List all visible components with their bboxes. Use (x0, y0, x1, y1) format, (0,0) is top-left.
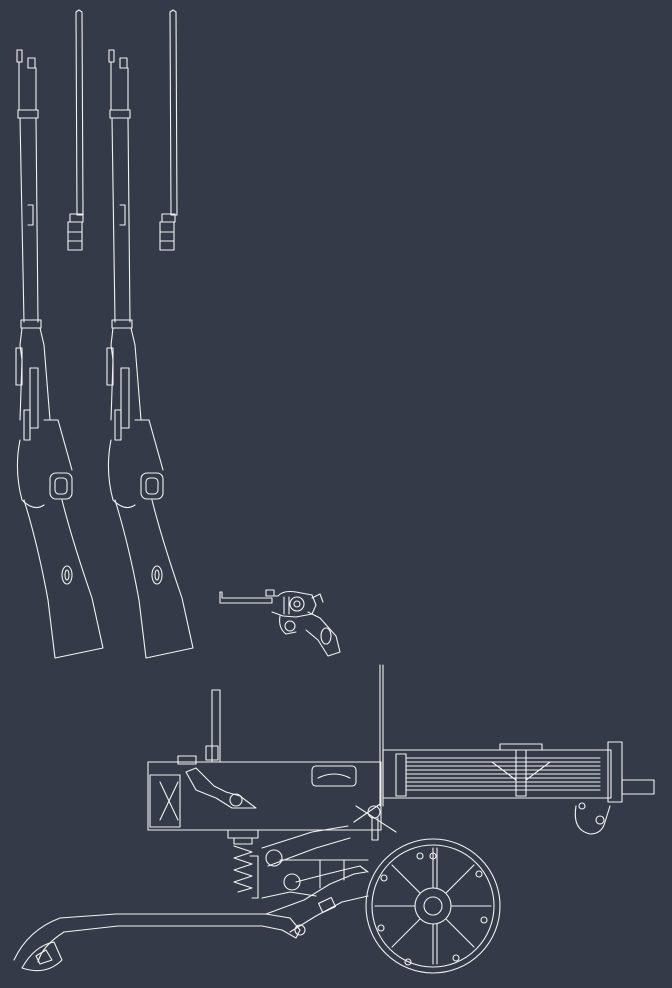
revolver (219, 589, 341, 657)
machine-gun-mount (227, 803, 397, 899)
machine-gun-water-jacket (382, 741, 655, 835)
rifle-left (15, 9, 104, 659)
rifle-right-body (106, 49, 194, 659)
machine-gun-receiver (147, 664, 384, 831)
machine-gun-wheel (365, 838, 501, 974)
rifle-left-bayonet (67, 9, 84, 251)
machine-gun-trail (13, 871, 369, 972)
rifle-left-body (15, 49, 104, 659)
rifle-right (106, 9, 194, 659)
machine-gun (13, 664, 655, 974)
rifle-right-bayonet (159, 9, 178, 251)
